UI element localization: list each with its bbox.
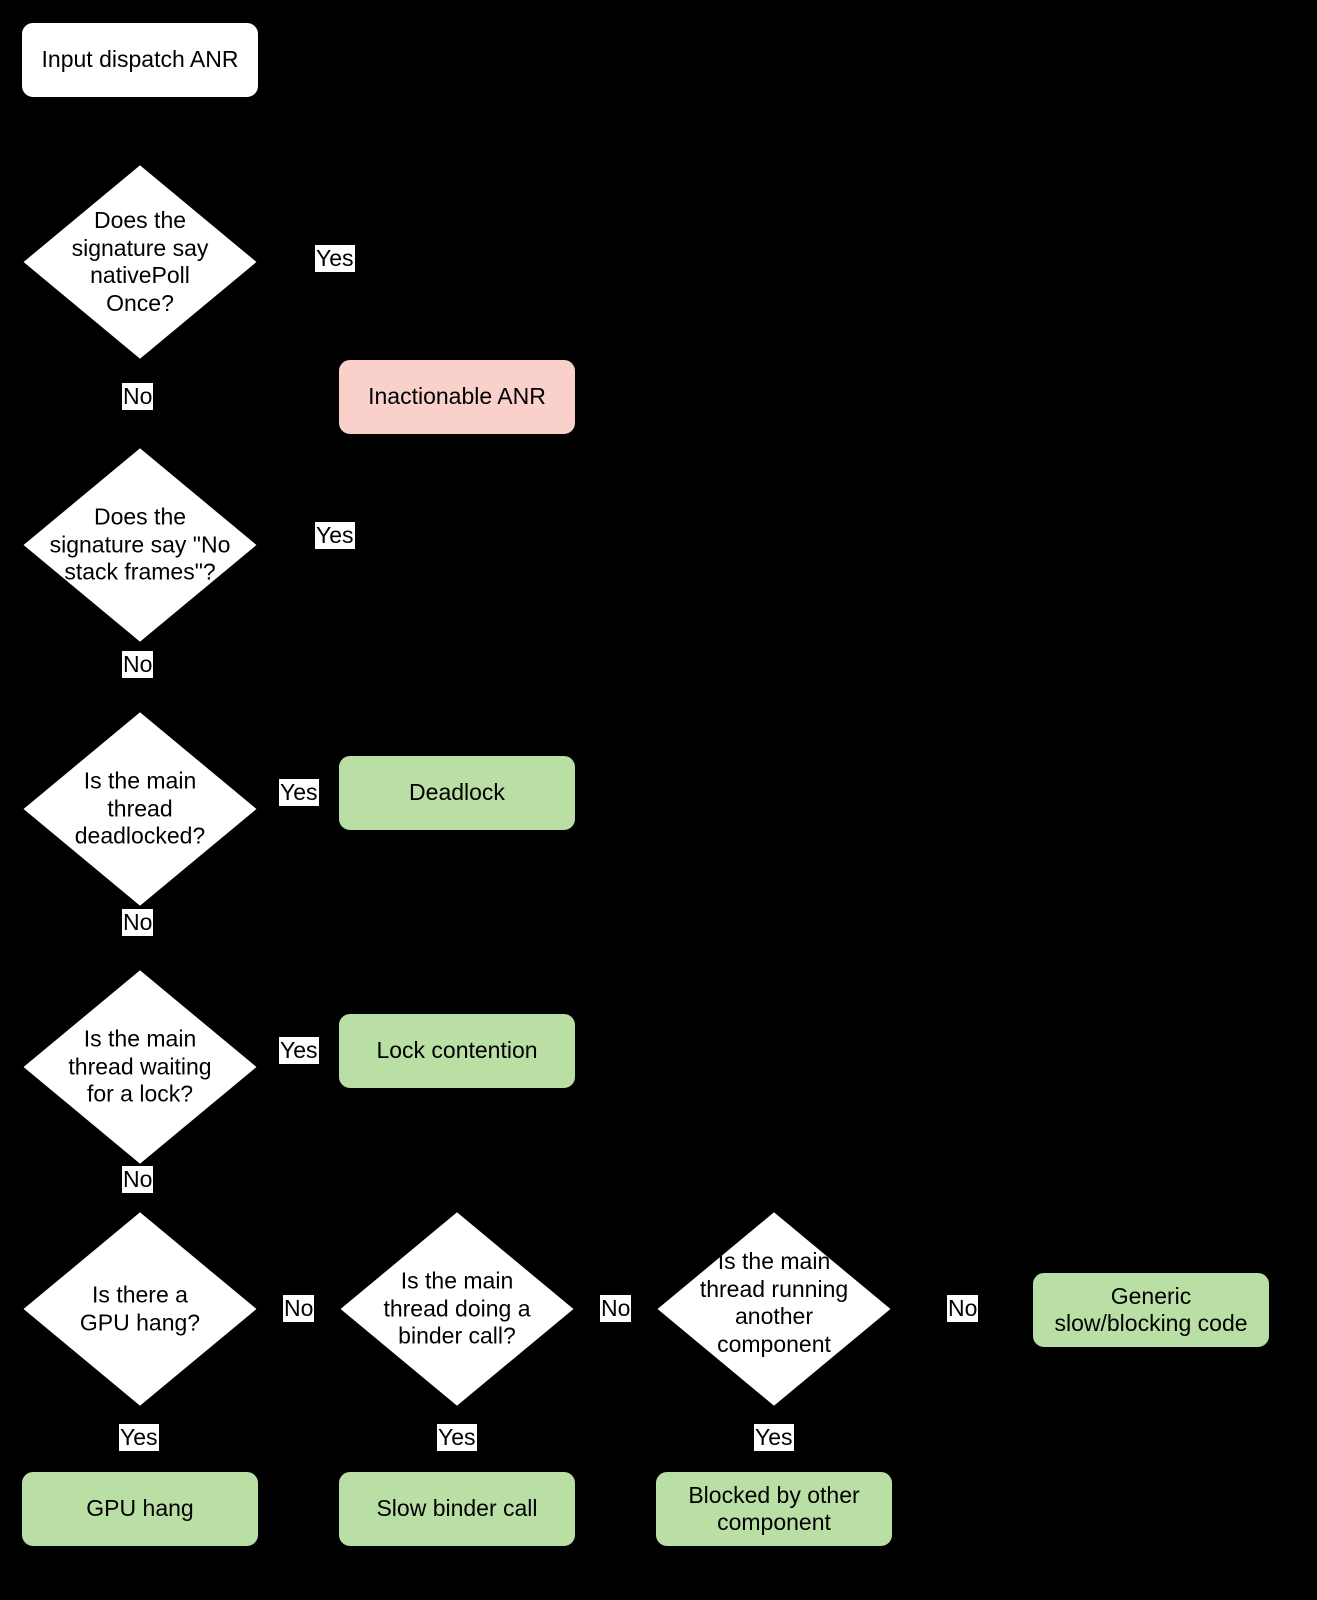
edge-label-nativepoll-yes: Yes [315,245,355,273]
node-label: Inactionable ANR [368,383,546,410]
edge-label-component-yes: Yes [754,1424,794,1452]
node-generic-slow-blocking-code[interactable]: Generic slow/blocking code [1032,1272,1270,1348]
diamond-shape [21,1210,259,1408]
node-label: Deadlock [409,779,505,806]
node-label: Blocked by other component [688,1481,860,1535]
node-q-no-stack-frames[interactable]: Does the signature say "No stack frames"… [21,446,259,644]
diamond-shape [21,163,259,361]
edge-label-lock-no: No [122,1166,154,1194]
diamond-shape [655,1210,893,1408]
edge-label-binder-yes: Yes [437,1424,477,1452]
edge-nostack-yes [260,538,462,551]
node-lock-contention[interactable]: Lock contention [338,1013,576,1089]
node-label: Slow binder call [376,1495,538,1522]
edge-label-lock-yes: Yes [279,1037,319,1065]
node-input-dispatch-anr[interactable]: Input dispatch ANR [21,22,259,98]
node-deadlock[interactable]: Deadlock [338,755,576,831]
node-inactionable-anr[interactable]: Inactionable ANR [338,359,576,435]
edge-label-binder-no: No [600,1295,632,1323]
diamond-shape [338,1210,576,1408]
node-label: Lock contention [376,1037,538,1064]
edge-label-deadlock-no: No [122,909,154,937]
edge-label-gpu-yes: Yes [119,1424,159,1452]
edge-label-nostack-yes: Yes [315,522,355,550]
node-label: GPU hang [86,1495,194,1522]
node-q-deadlocked[interactable]: Is the main thread deadlocked? [21,710,259,908]
node-q-nativepollonce[interactable]: Does the signature say nativePoll Once? [21,163,259,361]
node-label: Generic slow/blocking code [1054,1282,1248,1336]
node-q-binder-call[interactable]: Is the main thread doing a binder call? [338,1210,576,1408]
diamond-shape [21,446,259,644]
edge-nativepoll-yes [260,261,462,357]
edge-label-component-no: No [947,1295,979,1323]
node-q-gpu-hang[interactable]: Is there a GPU hang? [21,1210,259,1408]
edge-label-gpu-no: No [283,1295,315,1323]
node-q-other-component[interactable]: Is the main thread running another compo… [655,1210,893,1408]
node-slow-binder-call[interactable]: Slow binder call [338,1471,576,1547]
diamond-shape [21,710,259,908]
node-gpu-hang-result[interactable]: GPU hang [21,1471,259,1547]
edge-label-nativepoll-no: No [122,383,154,411]
node-label: Input dispatch ANR [41,46,239,73]
node-blocked-by-other-component[interactable]: Blocked by other component [655,1471,893,1547]
edge-label-nostack-no: No [122,651,154,679]
diamond-shape [21,968,259,1166]
node-q-waiting-lock[interactable]: Is the main thread waiting for a lock? [21,968,259,1166]
edge-label-deadlock-yes: Yes [279,779,319,807]
